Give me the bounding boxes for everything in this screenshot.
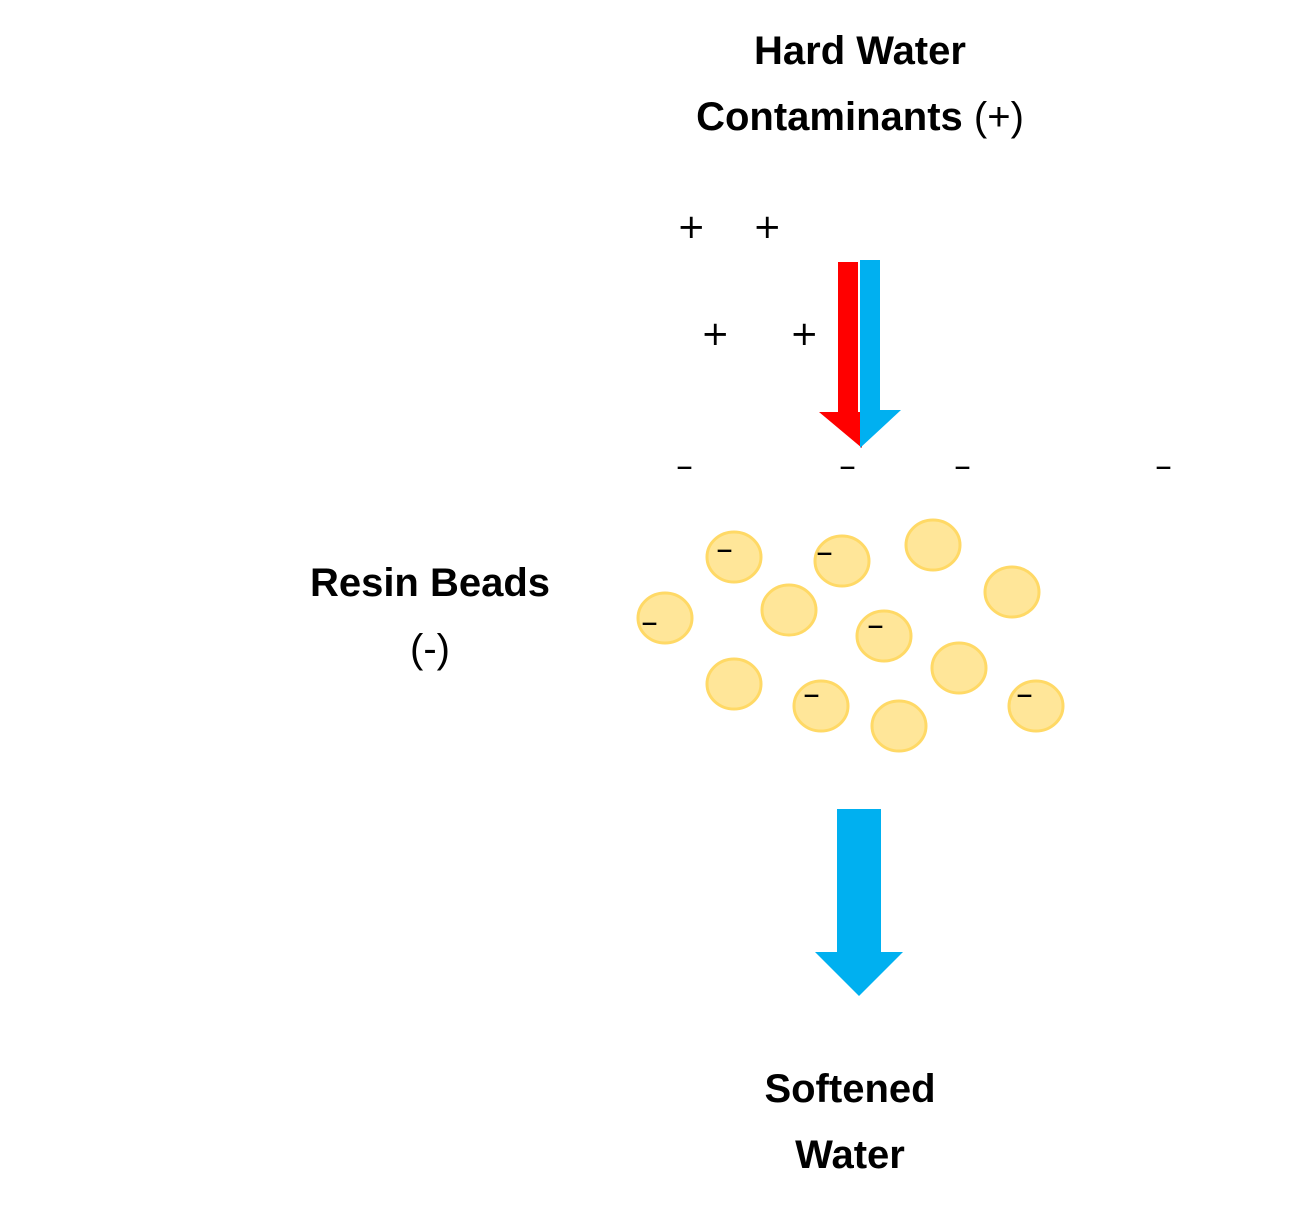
bead-negative-sign: – [867, 605, 884, 645]
resin-beads-label: Resin Beads (-) [230, 550, 630, 682]
bead-negative-sign: – [641, 602, 658, 642]
softened-line2: Water [795, 1133, 905, 1177]
positive-ion-sign: + [677, 207, 706, 247]
resin-bead [792, 679, 850, 733]
resin-bead [930, 641, 988, 695]
resin-bead [855, 609, 913, 663]
resin-bead [705, 657, 763, 711]
bead-negative-sign: – [1016, 674, 1033, 714]
positive-charge-text: (+) [973, 95, 1024, 139]
resin-bead [870, 699, 928, 753]
blue-flow-arrow-top [860, 260, 901, 448]
positive-ion-sign: + [701, 314, 730, 354]
red-flow-arrow [819, 262, 862, 448]
resin-bead [760, 583, 818, 637]
positive-ion-sign: + [753, 207, 782, 247]
negative-ion-sign: – [839, 446, 856, 486]
resin-beads [636, 518, 1065, 753]
resin-bead [904, 518, 962, 572]
bead-negative-sign: – [716, 529, 733, 569]
hard-water-line1: Hard Water [754, 29, 966, 73]
resin-bead [983, 565, 1041, 619]
bead-negative-sign: – [816, 532, 833, 572]
hard-water-line2: Contaminants (+) [620, 84, 1100, 150]
negative-charge-text: (-) [410, 627, 450, 671]
contaminants-text: Contaminants [696, 95, 963, 139]
resin-line1: Resin Beads [309, 561, 551, 605]
resin-bead [705, 530, 763, 584]
positive-ion-sign: + [790, 314, 819, 354]
bead-negative-sign: – [803, 674, 820, 714]
negative-ion-sign: – [676, 446, 693, 486]
hard-water-contaminants-label: Hard Water Contaminants (+) [620, 18, 1100, 150]
negative-ion-sign: – [954, 446, 971, 486]
resin-bead [813, 534, 871, 588]
blue-flow-arrow-bottom [815, 809, 903, 996]
resin-bead [1007, 679, 1065, 733]
softened-line1: Softened [764, 1067, 936, 1111]
softened-water-label: Softened Water [650, 1056, 1050, 1188]
negative-ion-sign: – [1155, 446, 1172, 486]
resin-bead [636, 591, 694, 645]
